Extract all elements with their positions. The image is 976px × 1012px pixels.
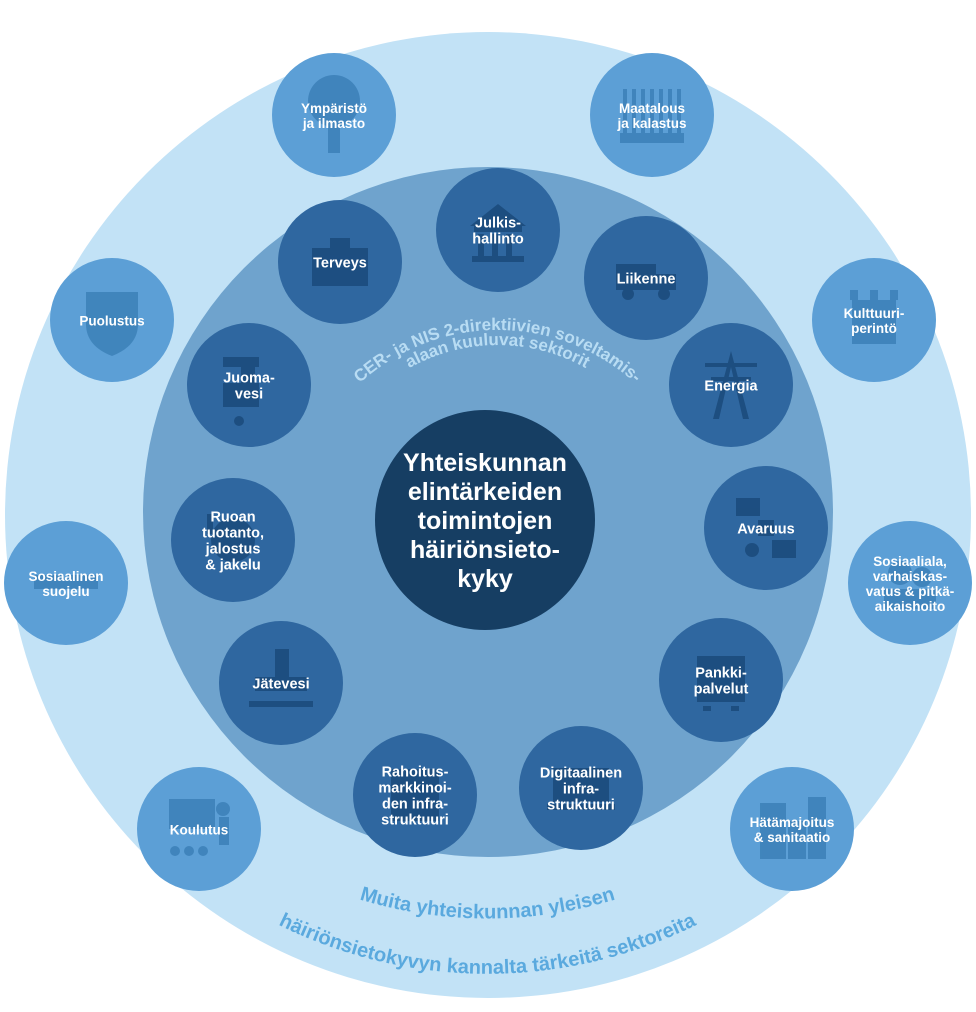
outer-sector-sosiaalinen-suojelu-label-line-1: Sosiaalinen <box>28 569 103 584</box>
handshake-icon <box>34 575 98 589</box>
food-icon <box>207 514 255 562</box>
medical-bag-icon <box>312 238 368 286</box>
center-label-line-4: häiriönsieto- <box>410 536 560 564</box>
outer-sector-sosiaaliala: Sosiaaliala,varhaiskas-vatus & pitkä-aik… <box>848 521 972 645</box>
outer-sector-koulutus: Koulutus <box>137 767 261 891</box>
outer-sector-sosiaalinen-suojelu-label-line-2: suojelu <box>42 584 89 599</box>
outer-sector-puolustus-label-line-1: Puolustus <box>79 313 144 328</box>
inner-sector-juomavesi-label-line-2: vesi <box>235 387 263 403</box>
center-label-line-5: kyky <box>457 565 513 593</box>
outer-sector-hatamajoitus-label-line-2: & sanitaatio <box>754 830 831 845</box>
classroom-icon <box>169 799 230 856</box>
outer-sector-koulutus-label-line-1: Koulutus <box>170 822 229 837</box>
outer-sector-circle <box>848 521 972 645</box>
outer-sector-sosiaaliala-label-line-3: vatus & pitkä- <box>866 584 955 599</box>
inner-sector-pankkipalvelut: Pankki-palvelut <box>659 618 783 742</box>
inner-sector-terveys: Terveys <box>278 200 402 324</box>
inner-sector-julkishallinto-label-line-1: Julkis- <box>475 216 521 232</box>
center-label-line-2: elintärkeiden <box>408 478 562 506</box>
inner-sector-ruoan-tuotanto-label-line-2: tuotanto, <box>202 526 264 542</box>
outer-sector-sosiaaliala-label-line-4: aikaishoito <box>875 599 946 614</box>
inner-sector-rahoitusmarkkinoiden-infrastruktuuri: Rahoitus-markkinoi-den infra-struktuuri <box>353 733 477 857</box>
buildings-icon <box>760 797 826 859</box>
inner-sector-pankkipalvelut-label-line-2: palvelut <box>694 682 749 698</box>
inner-sector-juomavesi: Juoma-vesi <box>187 323 311 447</box>
inner-sector-ruoan-tuotanto-label-line-3: jalostus <box>205 542 261 558</box>
outer-sector-kulttuuriperinto-label-line-2: perintö <box>851 321 897 336</box>
safe-icon <box>697 656 745 711</box>
outer-sector-kulttuuriperinto: Kulttuuri-perintö <box>812 258 936 382</box>
center-label-line-1: Yhteiskunnan <box>403 449 567 477</box>
center-label: Yhteiskunnanelintärkeidentoimintojenhäir… <box>403 449 567 593</box>
outer-sector-ymparisto-label-line-2: ja ilmasto <box>302 116 365 131</box>
inner-sector-energia-label-line-1: Energia <box>704 379 758 395</box>
care-icon <box>884 561 936 609</box>
inner-sector-liikenne-label-line-1: Liikenne <box>617 272 676 288</box>
outer-sector-sosiaaliala-label-line-2: varhaiskas- <box>873 569 947 584</box>
wastewater-pipe-icon <box>249 649 313 707</box>
inner-sector-energia: Energia <box>669 323 793 447</box>
wheat-field-icon <box>620 89 684 143</box>
outer-sector-maatalous-label-line-2: ja kalastus <box>616 116 686 131</box>
inner-sector-ruoan-tuotanto-label-line-4: & jakelu <box>205 558 261 574</box>
inner-sector-pankkipalvelut-label-line-1: Pankki- <box>695 666 747 682</box>
inner-sector-jatevesi: Jätevesi <box>219 621 343 745</box>
inner-sector-digitaalinen-infrastruktuuri-label-line-2: infra- <box>563 782 599 798</box>
government-building-icon <box>470 204 526 262</box>
truck-icon <box>616 264 676 300</box>
satellite-icon <box>736 498 796 558</box>
outer-sector-ymparisto-label-line-1: Ympäristö <box>301 101 367 116</box>
inner-sector-digitaalinen-infrastruktuuri-label-line-3: struktuuri <box>547 798 615 814</box>
inner-sector-digitaalinen-infrastruktuuri-label-line-1: Digitaalinen <box>540 766 622 782</box>
castle-icon <box>850 290 898 344</box>
inner-sector-rahoitusmarkkinoiden-infrastruktuuri-label-line-3: den infra- <box>382 797 448 813</box>
inner-sector-julkishallinto: Julkis-hallinto <box>436 168 560 292</box>
outer-sector-hatamajoitus: Hätämajoitus& sanitaatio <box>730 767 854 891</box>
laptop-icon <box>547 768 615 810</box>
inner-sector-circle <box>669 323 793 447</box>
inner-sector-rahoitusmarkkinoiden-infrastruktuuri-label-line-2: markkinoi- <box>378 781 451 797</box>
inner-sector-avaruus: Avaruus <box>704 466 828 590</box>
tree-icon <box>308 75 360 153</box>
inner-sector-jatevesi-label-line-1: Jätevesi <box>252 677 309 693</box>
inner-sector-avaruus-label-line-1: Avaruus <box>737 522 794 538</box>
outer-sector-maatalous-label-line-1: Maatalous <box>619 101 685 116</box>
center-label-line-3: toimintojen <box>418 507 553 535</box>
outer-sector-sosiaaliala-label-line-1: Sosiaaliala, <box>873 554 947 569</box>
coins-icon <box>391 769 439 821</box>
inner-sector-juomavesi-label-line-1: Juoma- <box>223 371 275 387</box>
water-tap-icon <box>223 357 259 426</box>
outer-sector-puolustus: Puolustus <box>50 258 174 382</box>
power-pylon-icon <box>705 351 757 419</box>
outer-sector-hatamajoitus-label-line-1: Hätämajoitus <box>750 815 835 830</box>
inner-sector-julkishallinto-label-line-2: hallinto <box>472 232 524 248</box>
shield-icon <box>86 292 138 356</box>
inner-sector-rahoitusmarkkinoiden-infrastruktuuri-label-line-1: Rahoitus- <box>382 765 449 781</box>
inner-sector-terveys-label-line-1: Terveys <box>313 256 367 272</box>
inner-sector-liikenne: Liikenne <box>584 216 708 340</box>
center-circle <box>375 410 595 630</box>
outer-sector-kulttuuriperinto-label-line-1: Kulttuuri- <box>844 306 905 321</box>
inner-sector-rahoitusmarkkinoiden-infrastruktuuri-label-line-4: struktuuri <box>381 813 449 829</box>
inner-sector-ruoan-tuotanto-label-line-1: Ruoan <box>210 510 255 526</box>
